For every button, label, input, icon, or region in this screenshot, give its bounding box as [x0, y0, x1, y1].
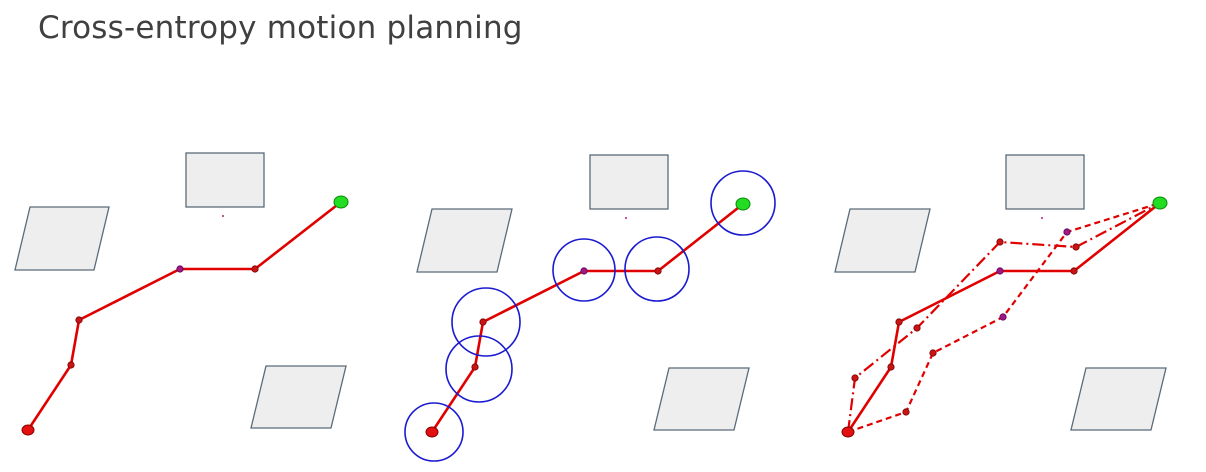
start-node: [21, 424, 35, 436]
obstacle-top-center: [185, 152, 265, 208]
start-node: [425, 426, 439, 438]
waypoint-node: [580, 267, 588, 275]
sampled-node: [1072, 243, 1080, 251]
sampling-circle: [624, 236, 690, 302]
waypoint-node: [479, 318, 487, 326]
sampling-circle: [710, 170, 776, 236]
sampling-circle: [451, 287, 521, 357]
obstacle-bottom-right: [653, 367, 750, 431]
slide-title: Cross-entropy motion planning: [38, 10, 523, 46]
obstacle-top-left: [14, 206, 110, 271]
panel-sampled-paths: [834, 154, 1168, 438]
waypoint-node: [996, 267, 1004, 275]
sampled-path-dashdot: [846, 202, 1161, 433]
obstacle-bottom-right: [1070, 367, 1167, 431]
obstacle-top-center: [1005, 154, 1085, 210]
waypoint-node: [67, 361, 75, 369]
obstacle-bottom-right: [250, 365, 347, 429]
waypoint-node: [887, 363, 895, 371]
planned-path: [430, 202, 745, 434]
sampling-circle: [404, 402, 464, 462]
obstacle-marker: [1041, 217, 1043, 219]
waypoint-node: [1070, 267, 1078, 275]
sampled-node: [851, 374, 859, 382]
sampling-circle: [552, 238, 616, 302]
obstacle-top-left: [416, 208, 513, 273]
planned-path: [26, 200, 343, 432]
goal-node: [1152, 196, 1168, 210]
sampled-node: [999, 313, 1007, 321]
obstacle-marker: [222, 215, 224, 217]
waypoint-node: [471, 363, 479, 371]
sampled-node: [1063, 228, 1071, 236]
goal-node: [735, 197, 751, 211]
waypoint-node: [654, 267, 662, 275]
waypoint-node: [176, 265, 184, 273]
goal-node: [333, 195, 349, 209]
obstacle-marker: [625, 217, 627, 219]
sampled-node: [929, 349, 937, 357]
sampled-node: [996, 238, 1004, 246]
waypoint-node: [251, 265, 259, 273]
panel-initial-path: [14, 152, 349, 436]
start-node: [841, 426, 855, 438]
sampled-path-dashed: [847, 201, 1161, 434]
sampled-node: [902, 408, 910, 416]
planned-path: [846, 201, 1162, 434]
waypoint-node: [75, 316, 83, 324]
sampling-circle: [445, 335, 513, 403]
sampled-node: [913, 324, 921, 332]
waypoint-node: [895, 318, 903, 326]
panel-sampling-regions: [404, 154, 776, 462]
obstacle-top-left: [834, 208, 931, 273]
obstacle-top-center: [589, 154, 669, 210]
